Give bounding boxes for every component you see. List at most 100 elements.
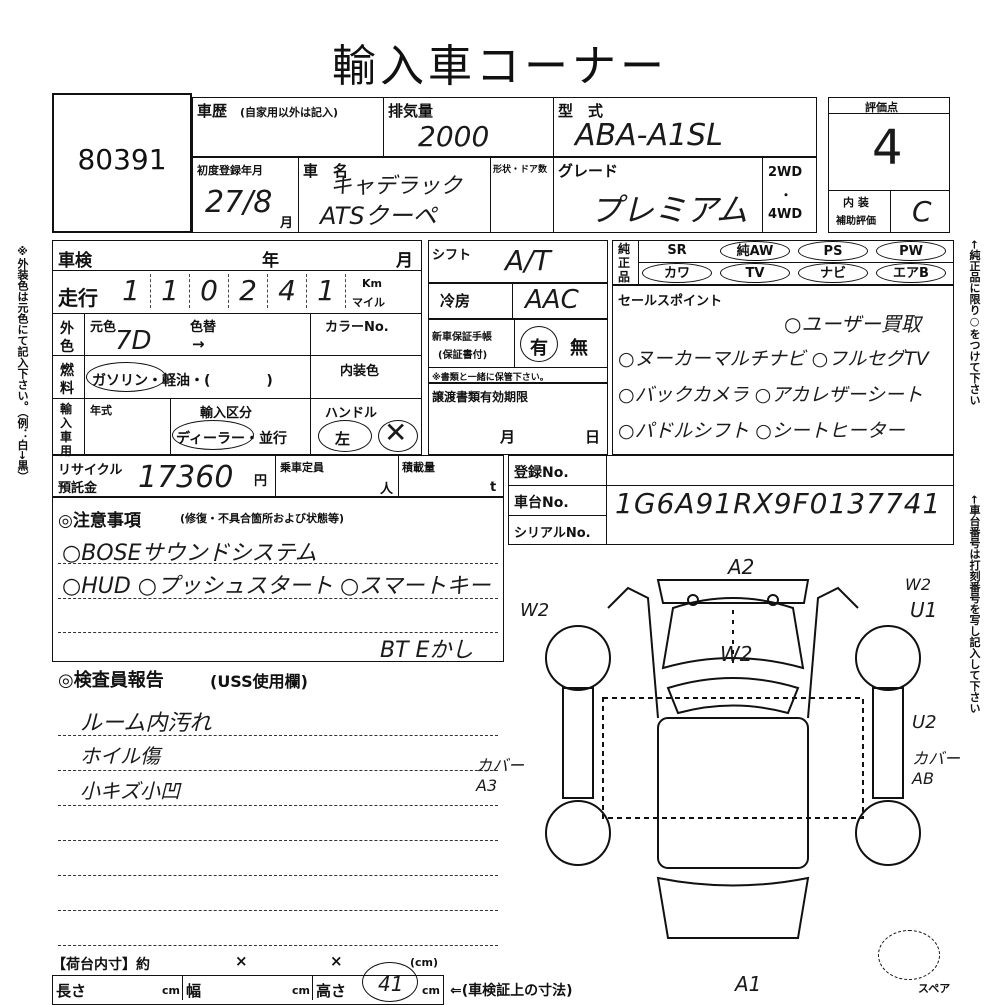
diagram-mark-a3: カバー A3: [476, 756, 525, 795]
transfer-month: 月: [500, 428, 516, 446]
fuel-label: 燃料: [60, 363, 74, 397]
manual-box: [428, 319, 608, 383]
equipment-item: カワ: [642, 263, 712, 283]
history-label: 車歴: [197, 102, 228, 120]
cargo-cm: (cm): [410, 956, 439, 969]
mileage-label: 走行: [58, 286, 98, 310]
inspector-label: ◎検査員報告: [58, 670, 164, 691]
cargo-width-label: 幅: [186, 982, 202, 1000]
diagram-mark-w2-left: W2: [520, 600, 550, 621]
shift-box: [428, 240, 608, 283]
notes-label: ◎注意事項: [58, 511, 141, 531]
diagram-mark-w2-right: W2: [905, 575, 931, 594]
ac-value: AAC: [525, 285, 579, 315]
mileage-digit: 1: [151, 274, 190, 308]
equipment-item: SR: [667, 243, 687, 258]
left-side-note: ※外装色は元色にて記入下さい。（例：白→黒）: [16, 245, 29, 482]
shift-value: A/T: [505, 244, 551, 277]
manual-label-2: (保証書付): [438, 350, 488, 361]
right-side-note-bottom: ←車台番号は打刻番号を写し記入して下さい: [968, 495, 981, 714]
grade-label: グレード: [558, 162, 619, 180]
cargo-height-label: 高さ: [316, 982, 347, 1000]
lot-number: 80391: [77, 143, 167, 176]
model-value: ABA-A1SL: [575, 118, 723, 153]
manual-note: ※書類と一緒に保管下さい。: [432, 373, 549, 383]
score-label: 評価点: [865, 101, 898, 114]
cargo-cert-note: ⇐(車検証上の寸法): [450, 983, 573, 999]
cargo-height-unit: cm: [422, 984, 440, 997]
model-label: 型 式: [558, 102, 604, 120]
diagram-mark-u1: U1: [910, 598, 938, 622]
score-box: [828, 97, 950, 233]
car-name-line1: キャデラック: [330, 174, 463, 199]
sales-points-label: セールスポイント: [618, 294, 723, 309]
equipment-item: PW: [876, 241, 946, 261]
header-second-row: [192, 157, 817, 233]
displacement-value: 2000: [418, 120, 490, 153]
mileage-digit: 1: [307, 274, 346, 308]
mileage-digit: 2: [229, 274, 268, 308]
inspector-line-3: 小キズ小凹: [80, 779, 180, 803]
equipment-item: 純AW: [720, 241, 790, 261]
ac-label: 冷房: [440, 292, 471, 310]
recycle-row: [52, 455, 504, 497]
transfer-day: 日: [585, 428, 601, 446]
color-arrow: →: [192, 335, 205, 353]
mileage-digit: 1: [112, 274, 151, 308]
recycle-label-2: 預託金: [58, 481, 98, 496]
original-color-value: 7D: [115, 326, 152, 356]
load-label: 積載量: [402, 461, 435, 474]
sales-point-line: ○パドルシフト ○シートヒーター: [618, 420, 905, 442]
ton-unit: t: [490, 480, 497, 495]
notes-box: [52, 497, 504, 662]
month-suffix: 月: [280, 216, 294, 231]
drive-4wd: 4WD: [768, 207, 803, 222]
mileage-digit: 0: [190, 274, 229, 308]
displacement-label: 排気量: [388, 102, 434, 120]
color-no-label: カラーNo.: [325, 320, 389, 335]
yen: 円: [254, 474, 268, 489]
left-info-block: [52, 240, 422, 455]
interior-label-1: 内 装: [843, 196, 869, 209]
import-label: 輸入車用: [60, 402, 73, 458]
handle-right-cross: ✕: [384, 416, 408, 449]
interior-value: C: [912, 195, 932, 228]
cargo-x1: ×: [235, 952, 248, 970]
spare-label: スペア: [918, 982, 951, 995]
equipment-item: ナビ: [798, 263, 868, 283]
capacity-label: 乗車定員: [280, 461, 324, 474]
mile-label: マイル: [352, 296, 385, 309]
inspector-line-1: ルーム内汚れ: [80, 711, 212, 736]
sales-point-line: ○バックカメラ ○アカレザーシート: [618, 384, 923, 406]
drive-2wd: 2WD: [768, 165, 803, 180]
inspector-line-2: ホイル傷: [80, 744, 160, 768]
inspection-label: 車検: [58, 251, 92, 271]
serial-label: シリアルNo.: [514, 526, 591, 541]
car-diagram: [545, 579, 921, 939]
shift-label: シフト: [432, 248, 472, 263]
ac-box: [428, 283, 608, 319]
cargo-x2: ×: [330, 952, 343, 970]
diagram-mark-w2-roof: W2: [720, 642, 753, 666]
equipment-item: エアB: [876, 263, 946, 283]
spare-circle: [878, 930, 940, 980]
right-side-note-top: ←純正品に限り○をつけて下さい: [968, 240, 981, 406]
diagram-mark-u2: U2: [912, 712, 937, 733]
original-color-label: 元色: [90, 320, 117, 335]
reg-no-label: 登録No.: [514, 465, 569, 481]
person-unit: 人: [380, 482, 394, 497]
history-note: (自家用以外は記入): [240, 106, 339, 119]
exterior-label: 外色: [60, 321, 74, 355]
diagram-mark-a1: A1: [735, 972, 762, 996]
cargo-label: 【荷台内寸】約: [52, 957, 150, 973]
cargo-length-unit: cm: [162, 984, 180, 997]
inspection-year: 年: [262, 251, 279, 271]
score-value: 4: [872, 120, 903, 176]
repaint-label: 色替: [190, 320, 217, 335]
car-name-label: 車 名: [303, 162, 349, 180]
diagram-mark-a2: A2: [728, 555, 755, 579]
sales-point-line: ○ヌーカーマルチナビ ○フルセグTV: [618, 348, 929, 370]
registration-box: [508, 455, 954, 545]
